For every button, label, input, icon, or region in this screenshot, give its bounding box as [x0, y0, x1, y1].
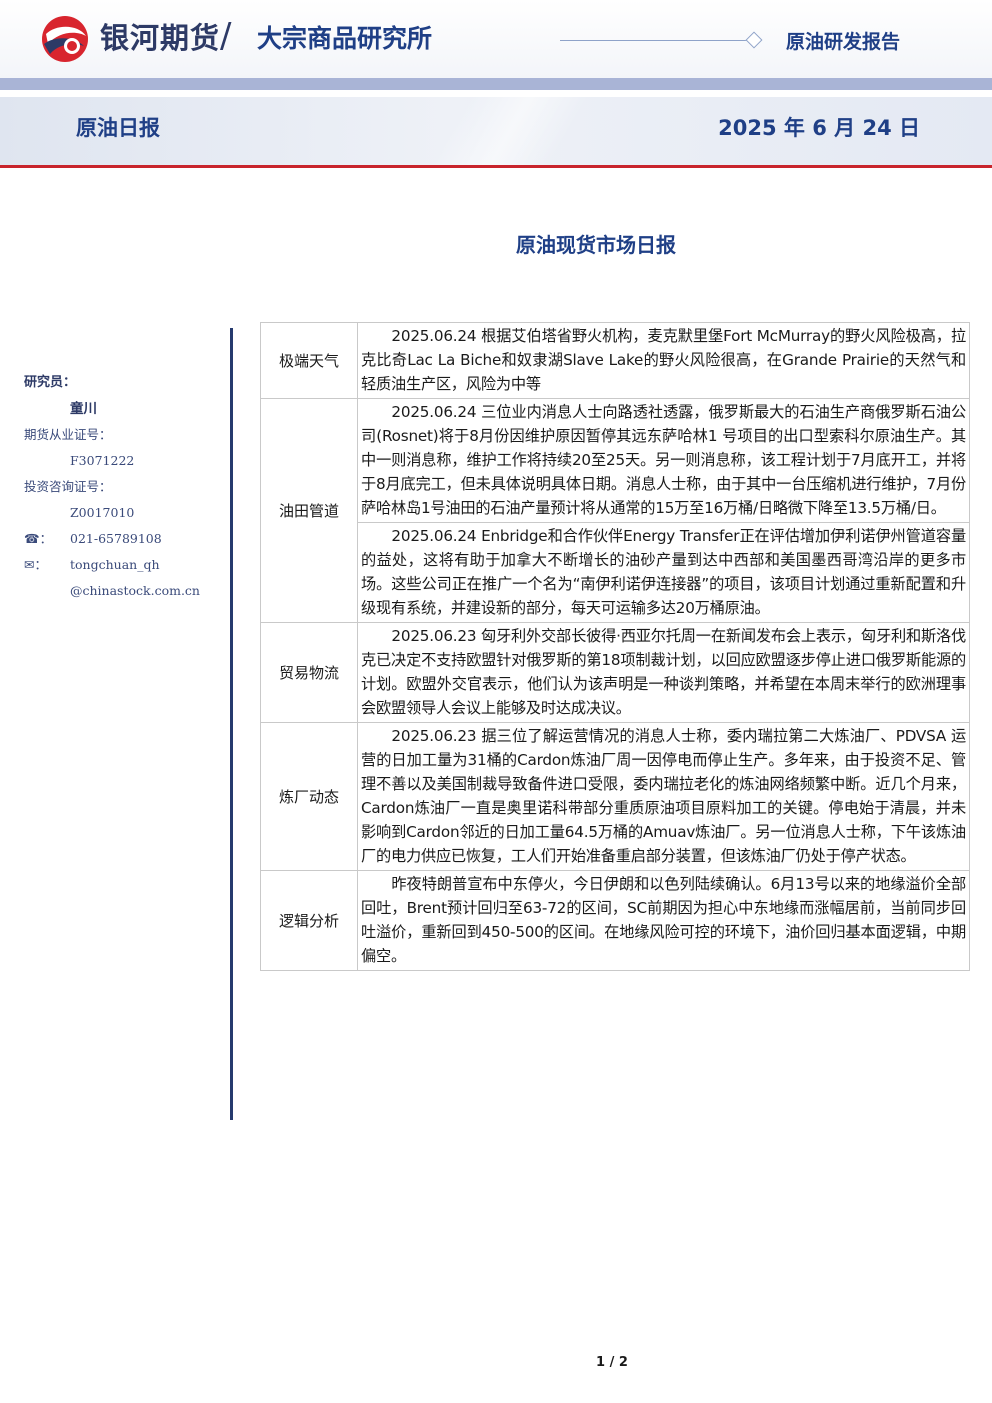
- email-line-1[interactable]: tongchuan_qh: [70, 557, 160, 572]
- news-text-cell: 2025.06.24 根据艾伯塔省野火机构，麦克默里堡Fort McMurray…: [357, 322, 970, 399]
- report-type: 原油研发报告: [786, 31, 901, 53]
- email-row: ✉： tongchuan_qh: [24, 552, 224, 578]
- phone-icon: ☎：: [24, 531, 53, 546]
- galaxy-logo-icon: [42, 16, 88, 62]
- brand-name: 银河期货: [100, 21, 221, 55]
- sidebar-divider: [230, 328, 233, 1120]
- researcher-label: 研究员：: [24, 375, 77, 390]
- consult-number: Z0017010: [70, 505, 135, 520]
- section-title: 原油现货市场日报: [516, 233, 676, 257]
- institute-name: 大宗商品研究所: [257, 24, 433, 53]
- category-cell: 逻辑分析: [260, 870, 358, 971]
- license-label: 期货从业证号：: [24, 427, 112, 442]
- table-row: 极端天气 2025.06.24 根据艾伯塔省野火机构，麦克默里堡Fort McM…: [260, 322, 970, 399]
- page-number: 1 / 2: [596, 1355, 628, 1370]
- header-red-rule: [0, 165, 992, 168]
- table-row: 2025.06.24 Enbridge和合作伙伴Energy Transfer正…: [261, 522, 970, 623]
- news-text-cell: 2025.06.23 据三位了解运营情况的消息人士称，委内瑞拉第二大炼油厂、PD…: [357, 722, 970, 871]
- category-cell: 油田管道: [260, 398, 358, 623]
- researcher-sidebar: 研究员： 童川 期货从业证号： F3071222 投资咨询证号： Z001701…: [24, 370, 224, 604]
- table-row: 逻辑分析 昨夜特朗普宣布中东停火，今日伊朗和以色列陆续确认。6月13号以来的地缘…: [260, 870, 970, 971]
- news-text-cell: 2025.06.24 Enbridge和合作伙伴Energy Transfer正…: [357, 522, 970, 623]
- category-cell: 炼厂动态: [260, 722, 358, 871]
- news-text-cell: 昨夜特朗普宣布中东停火，今日伊朗和以色列陆续确认。6月13号以来的地缘溢价全部回…: [357, 870, 970, 971]
- category-cell: 极端天气: [260, 322, 358, 399]
- report-title: 原油日报: [76, 116, 160, 140]
- title-band-decoration: [380, 97, 640, 165]
- header-band: [0, 0, 992, 78]
- license-number: F3071222: [70, 453, 135, 468]
- phone-row: ☎： 021-65789108: [24, 526, 224, 552]
- header-stripe: [0, 78, 992, 90]
- phone-number: 021-65789108: [70, 531, 162, 546]
- header-decor-line: [560, 40, 752, 41]
- consult-label: 投资咨询证号：: [24, 479, 112, 494]
- email-line-2[interactable]: @chinastock.com.cn: [70, 583, 200, 598]
- news-text-cell: 2025.06.23 匈牙利外交部长彼得·西亚尔托周一在新闻发布会上表示，匈牙利…: [357, 622, 970, 723]
- table-row: 贸易物流 2025.06.23 匈牙利外交部长彼得·西亚尔托周一在新闻发布会上表…: [260, 622, 970, 723]
- brand-separator: /: [220, 16, 232, 56]
- table-row: 油田管道 2025.06.24 三位业内消息人士向路透社透露，俄罗斯最大的石油生…: [260, 398, 970, 623]
- category-cell: 贸易物流: [260, 622, 358, 723]
- researcher-name: 童川: [70, 401, 97, 417]
- news-text-cell: 2025.06.24 三位业内消息人士向路透社透露，俄罗斯最大的石油生产商俄罗斯…: [357, 398, 970, 523]
- market-news-table: 极端天气 2025.06.24 根据艾伯塔省野火机构，麦克默里堡Fort McM…: [260, 322, 970, 971]
- table-row: 炼厂动态 2025.06.23 据三位了解运营情况的消息人士称，委内瑞拉第二大炼…: [260, 722, 970, 871]
- report-date: 2025 年 6 月 24 日: [718, 116, 920, 140]
- mail-icon: ✉：: [24, 557, 47, 572]
